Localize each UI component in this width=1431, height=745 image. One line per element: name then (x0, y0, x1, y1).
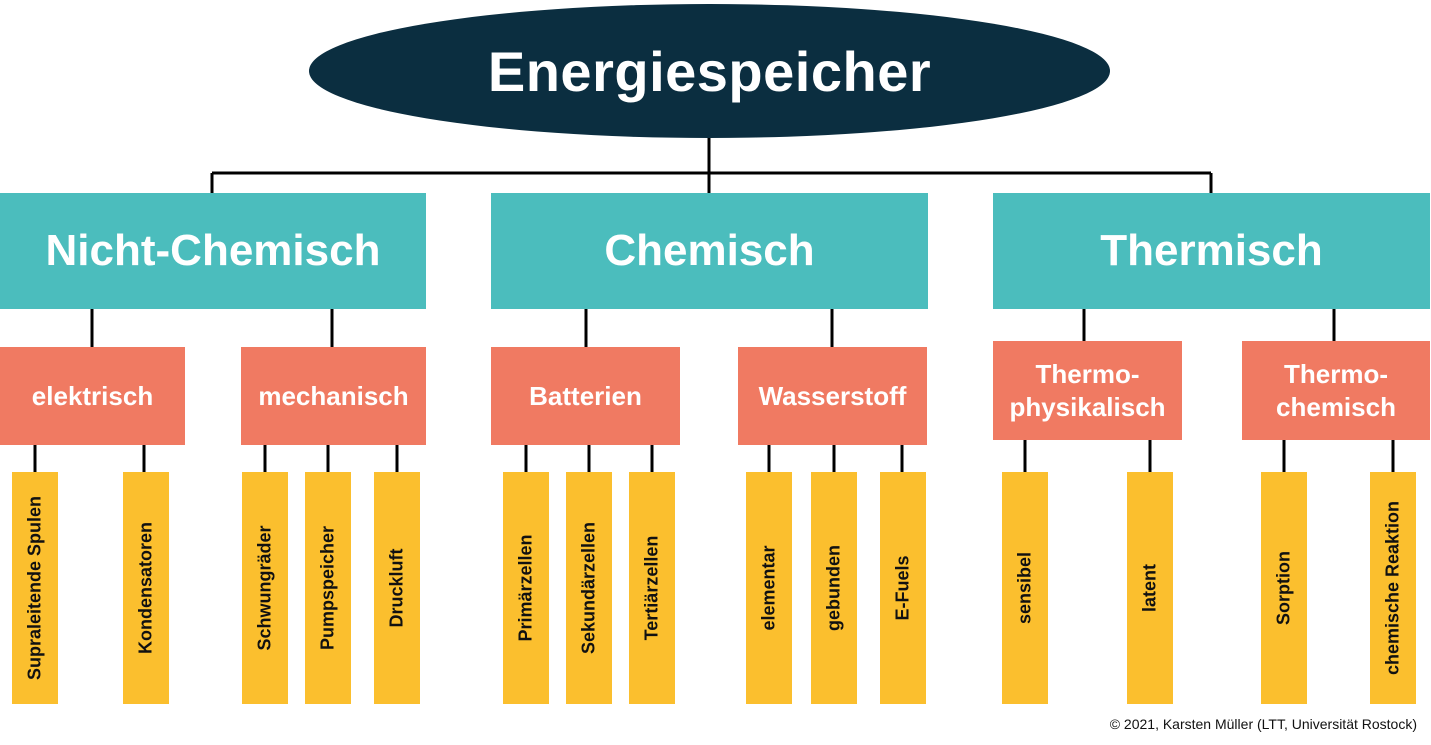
leaf-sekundaerzellen: Sekundärzellen (566, 472, 612, 704)
category-label: Thermisch (1100, 226, 1323, 275)
subcategory-label: mechanisch (258, 380, 409, 411)
leaf-tertiaerzellen: Tertiärzellen (629, 472, 675, 704)
leaf-gebunden: gebunden (811, 472, 857, 704)
subcategory-label: Thermo- chemisch (1276, 358, 1396, 422)
leaf-label: sensibel (1014, 551, 1035, 625)
subcategory-label: Thermo- physikalisch (1009, 358, 1166, 422)
root-node-energiespeicher: Energiespeicher (309, 4, 1110, 138)
leaf-druckluft: Druckluft (374, 472, 420, 704)
subcategory-label: elektrisch (31, 380, 154, 411)
subcategory-wasserstoff: Wasserstoff (738, 347, 927, 445)
leaf-sorption: Sorption (1261, 472, 1307, 704)
leaf-label: Primärzellen (515, 534, 536, 642)
leaf-schwungraeder: Schwungräder (242, 472, 288, 704)
subcategory-mechanisch: mechanisch (241, 347, 426, 445)
category-label: Chemisch (604, 226, 815, 275)
category-nicht-chemisch: Nicht-Chemisch (0, 193, 426, 309)
leaf-label: elementar (758, 545, 779, 631)
subcategory-label: Batterien (529, 380, 642, 411)
category-thermisch: Thermisch (993, 193, 1430, 309)
leaf-label: Supraleitende Spulen (24, 495, 45, 681)
leaf-primaerzellen: Primärzellen (503, 472, 549, 704)
subcategory-batterien: Batterien (491, 347, 680, 445)
leaf-label: Tertiärzellen (641, 535, 662, 641)
leaf-kondensatoren: Kondensatoren (123, 472, 169, 704)
leaf-supraleitende-spulen: Supraleitende Spulen (12, 472, 58, 704)
leaf-e-fuels: E-Fuels (880, 472, 926, 704)
leaf-label: E-Fuels (892, 555, 913, 621)
leaf-pumpspeicher: Pumpspeicher (305, 472, 351, 704)
root-label: Energiespeicher (487, 39, 932, 103)
category-label: Nicht-Chemisch (45, 226, 381, 275)
leaf-latent: latent (1127, 472, 1173, 704)
leaf-label: Kondensatoren (135, 521, 156, 655)
leaf-label: Schwungräder (254, 525, 275, 651)
subcategory-label: Wasserstoff (758, 380, 907, 411)
category-chemisch: Chemisch (491, 193, 928, 309)
subcategory-thermo-physikalisch: Thermo- physikalisch (993, 341, 1182, 440)
leaf-label: Pumpspeicher (317, 525, 338, 651)
leaf-label: Sekundärzellen (578, 521, 599, 655)
copyright-credit: © 2021, Karsten Müller (LTT, Universität… (1109, 716, 1417, 732)
leaf-label: latent (1139, 563, 1160, 613)
subcategory-elektrisch: elektrisch (0, 347, 185, 445)
leaf-sensibel: sensibel (1002, 472, 1048, 704)
leaf-label: gebunden (823, 545, 844, 631)
leaf-elementar: elementar (746, 472, 792, 704)
subcategory-thermo-chemisch: Thermo- chemisch (1242, 341, 1430, 440)
leaf-label: chemische Reaktion (1382, 500, 1403, 676)
leaf-chemische-reaktion: chemische Reaktion (1370, 472, 1416, 704)
leaf-label: Sorption (1273, 551, 1294, 625)
leaf-label: Druckluft (386, 548, 407, 628)
